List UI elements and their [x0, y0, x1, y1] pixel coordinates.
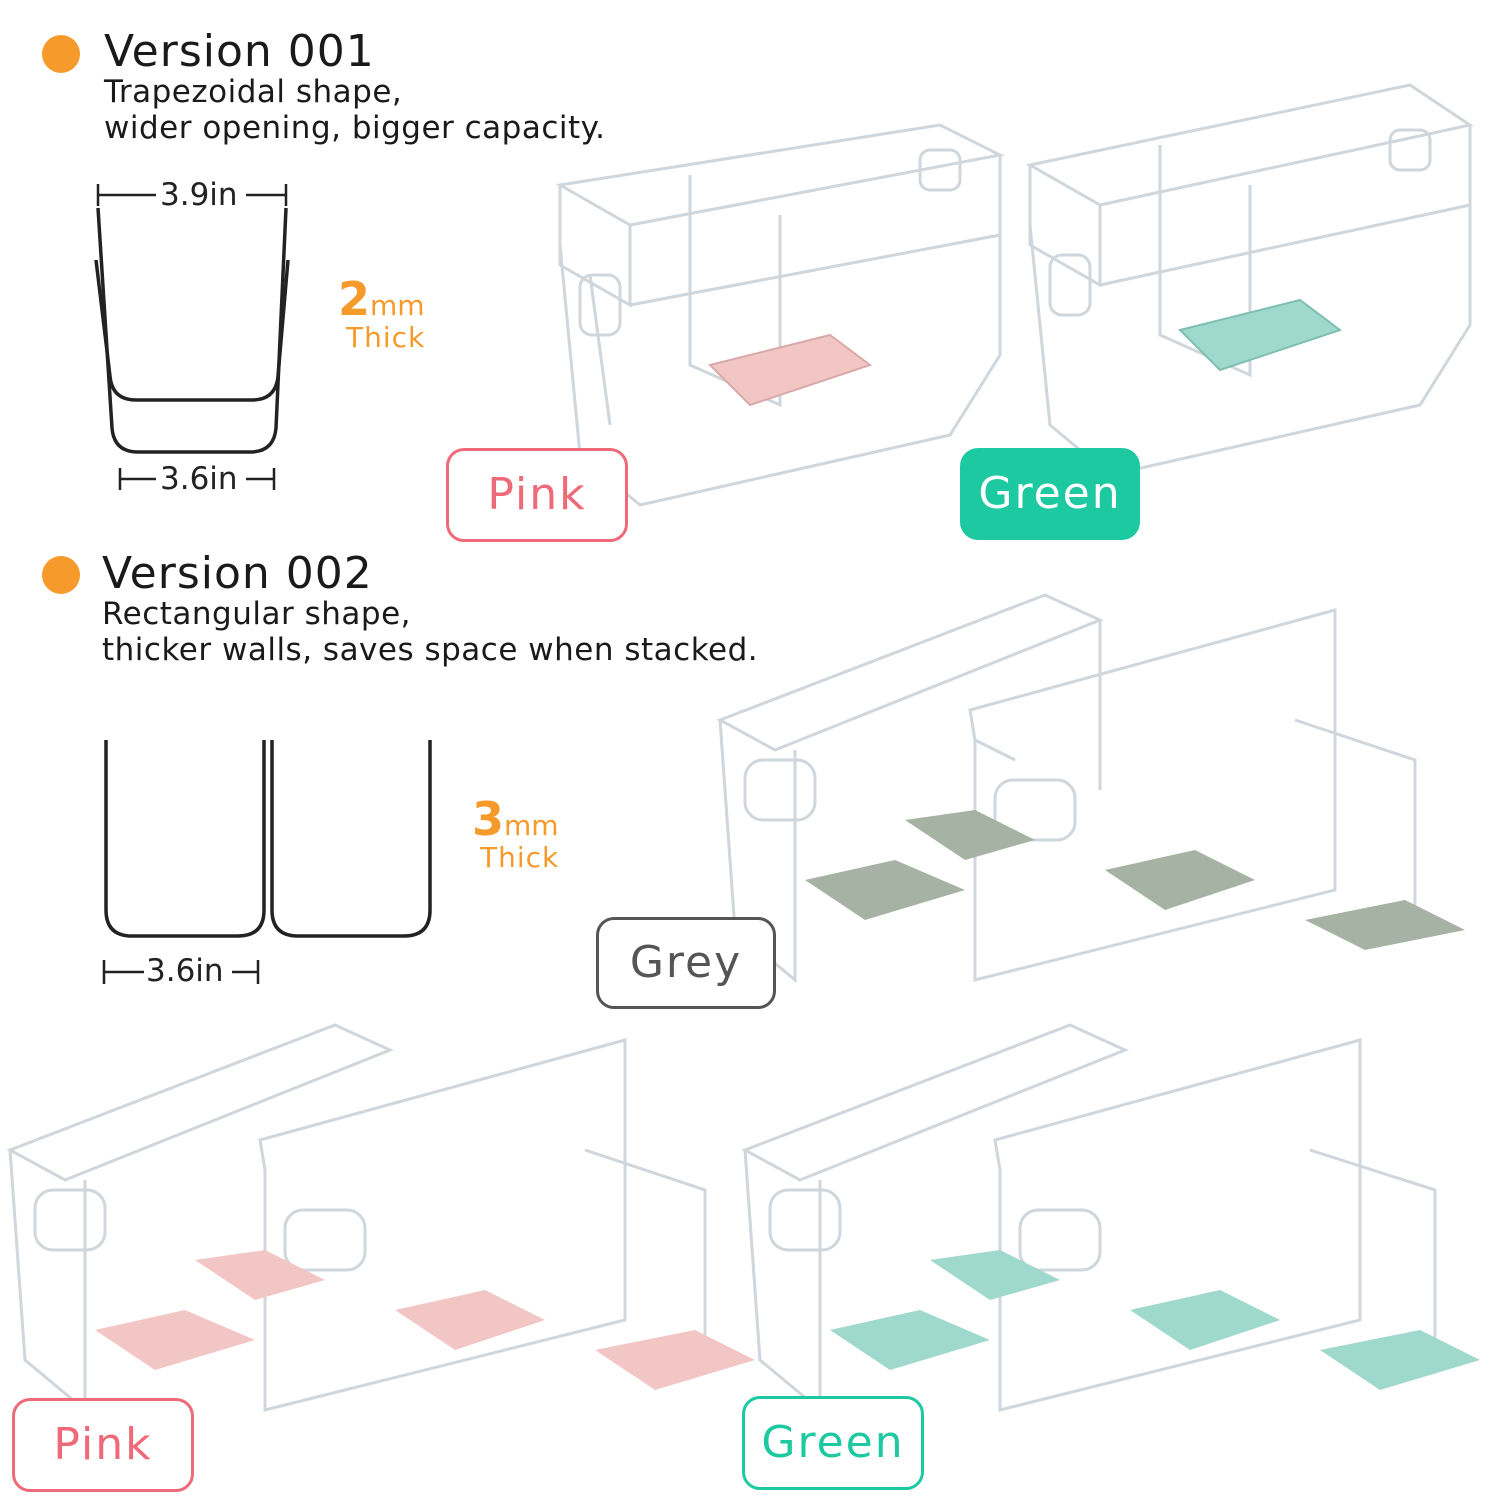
trapezoid-cross-section-diagram — [94, 184, 290, 490]
rectangle-cross-section-diagram — [102, 740, 432, 984]
v2-color-tag-green: Green — [742, 1396, 924, 1490]
v1-top-width-label: 3.9in — [160, 177, 238, 213]
v2-pink-bins-image — [6, 1023, 755, 1414]
v1-thickness-label: Thick — [346, 321, 426, 354]
v2-grey-bins-image — [716, 593, 1465, 984]
v1-thickness-unit: mm — [370, 289, 425, 322]
v2-color-tag-grey: Grey — [596, 917, 776, 1009]
v1-color-tag-pink: Pink — [446, 448, 628, 542]
v1-thickness-value: 2 — [338, 272, 371, 326]
v2-thickness-value: 3 — [472, 792, 505, 846]
v1-thickness: 2mm — [338, 276, 425, 322]
version-002-description: Rectangular shape, thicker walls, saves … — [102, 596, 759, 668]
version-001-title: Version 001 — [104, 26, 375, 77]
v2-thickness-label: Thick — [480, 841, 560, 874]
v1-green-bin-stack-image — [1025, 83, 1474, 477]
v1-pink-bin-stack-image — [555, 123, 1005, 507]
bullet-dot-v1 — [42, 35, 80, 73]
version-002-title: Version 002 — [102, 548, 373, 599]
v2-thickness: 3mm — [472, 796, 559, 842]
v1-color-tag-green: Green — [960, 448, 1140, 540]
v2-bottom-width-label: 3.6in — [146, 953, 224, 989]
v2-green-bins-image — [741, 1023, 1480, 1414]
bullet-dot-v2 — [42, 556, 80, 594]
version-001-description: Trapezoidal shape, wider opening, bigger… — [104, 74, 606, 146]
v2-color-tag-pink: Pink — [12, 1398, 194, 1492]
v2-thickness-unit: mm — [504, 809, 559, 842]
v1-bottom-width-label: 3.6in — [160, 461, 238, 497]
